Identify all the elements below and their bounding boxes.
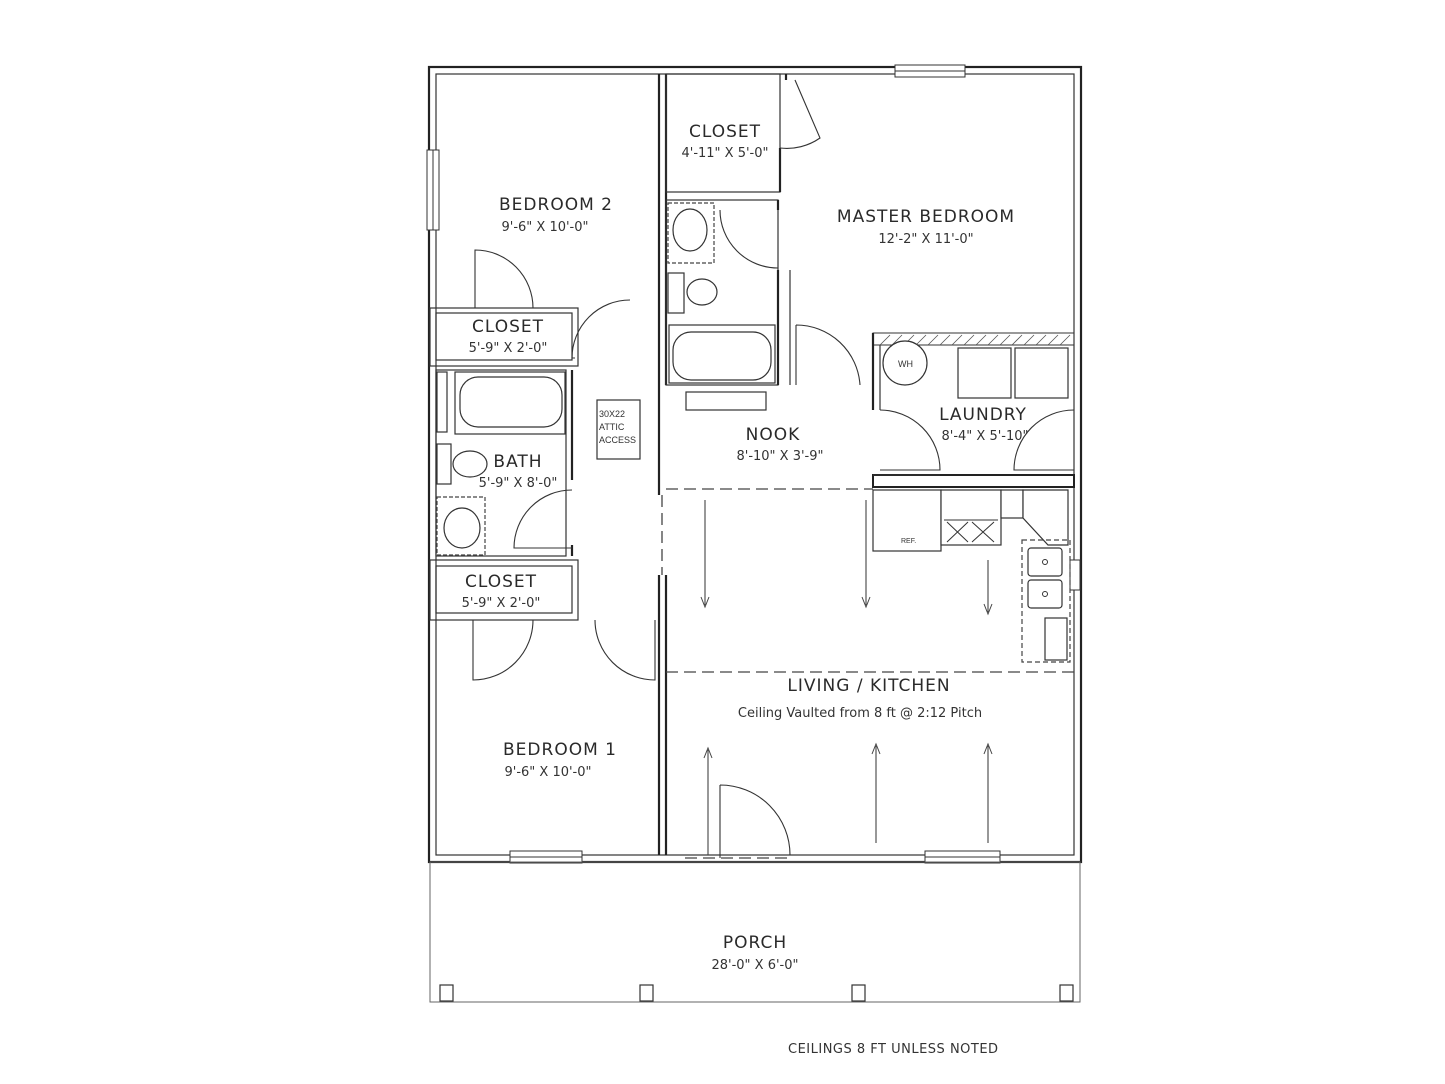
bath-dim: 5'-9" X 8'-0" — [479, 476, 558, 491]
bath-label: BATH — [493, 452, 542, 472]
vault-arrows — [700, 500, 993, 855]
refrigerator-icon — [872, 489, 942, 552]
water-heater-icon — [882, 340, 928, 386]
master-bedroom-dim: 12'-2" X 11'-0" — [878, 232, 973, 247]
interior-walls — [429, 73, 1075, 859]
door-swings — [472, 79, 1075, 858]
laundry-label: LAUNDRY — [939, 405, 1027, 425]
porch-label: PORCH — [723, 933, 787, 953]
bedroom1-label: BEDROOM 1 — [503, 740, 617, 760]
attic-access-line3: ACCESS — [599, 435, 636, 445]
closet-master-dim: 4'-11" X 5'-0" — [681, 146, 768, 161]
closet-bed2-label: CLOSET — [472, 317, 544, 337]
dishwasher-icon — [1044, 617, 1068, 661]
attic-access-line1: 30X22 — [599, 409, 625, 419]
closet-bed2-dim: 5'-9" X 2'-0" — [469, 341, 548, 356]
footer-note: CEILINGS 8 FT UNLESS NOTED — [788, 1042, 999, 1057]
sink-icon — [1027, 547, 1063, 577]
washer-icon — [957, 347, 1012, 399]
master-bedroom-label: MASTER BEDROOM — [837, 207, 1015, 227]
closet-bed1-dim: 5'-9" X 2'-0" — [462, 596, 541, 611]
bedroom1-dim: 9'-6" X 10'-0" — [504, 765, 591, 780]
fixtures — [436, 202, 1071, 663]
bedroom2-label: BEDROOM 2 — [499, 195, 613, 215]
room-labels: BEDROOM 2 9'-6" X 10'-0" CLOSET 4'-11" X… — [462, 122, 1029, 1057]
living-kitchen-ceiling-note: Ceiling Vaulted from 8 ft @ 2:12 Pitch — [738, 706, 982, 721]
closet-master-label: CLOSET — [689, 122, 761, 142]
living-kitchen-label: LIVING / KITCHEN — [787, 676, 950, 696]
dryer-icon — [1014, 347, 1069, 399]
windows — [426, 64, 1081, 864]
bedroom2-dim: 9'-6" X 10'-0" — [501, 220, 588, 235]
porch-outline — [429, 861, 1081, 1003]
water-heater-label: WH — [898, 359, 913, 369]
nook-dim: 8'-10" X 3'-9" — [736, 449, 823, 464]
laundry-dim: 8'-4" X 5'-10" — [941, 429, 1028, 444]
range-icon — [940, 489, 1002, 546]
refrigerator-label: REF. — [901, 538, 916, 545]
attic-access-hatch — [596, 399, 641, 460]
porch-dim: 28'-0" X 6'-0" — [711, 958, 798, 973]
attic-access-line2: ATTIC — [599, 422, 625, 432]
nook-label: NOOK — [746, 425, 801, 445]
closet-bed1-label: CLOSET — [465, 572, 537, 592]
